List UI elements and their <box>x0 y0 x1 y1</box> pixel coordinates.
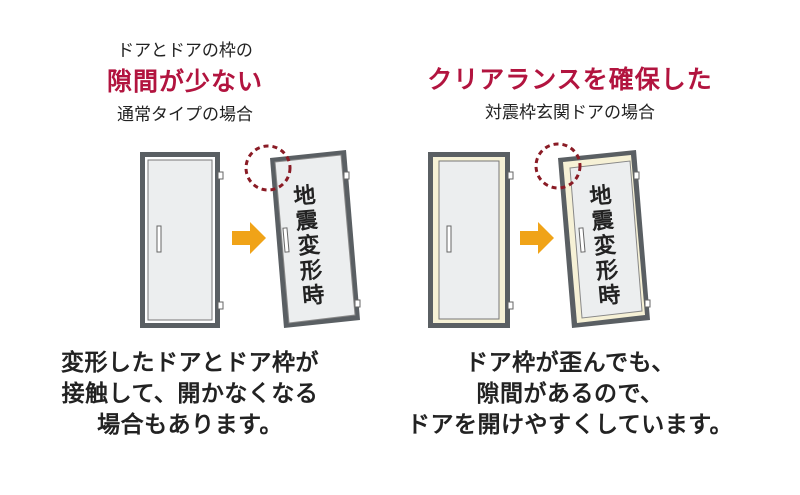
right-caption-line2: 隙間があるので、 <box>476 381 664 407</box>
right-diagram <box>428 142 651 328</box>
label-char: 地 <box>292 183 317 211</box>
label-char: 変 <box>592 233 618 260</box>
left-caption-line2: 接触して、開かなくなる <box>61 381 319 407</box>
left-heading-line1: ドアとドアの枠の <box>117 41 253 61</box>
label-char: 時 <box>597 282 622 310</box>
left-panel: ドアとドアの枠の 隙間が少ない 通常タイプの場合 地 震 変 形 時 <box>60 41 361 438</box>
left-caption-line3: 場合もあります。 <box>97 412 283 438</box>
right-caption-line3: ドアを開けやすくしています。 <box>406 412 733 438</box>
deformed-door <box>270 150 361 328</box>
label-char: 形 <box>595 257 620 285</box>
left-heading-line3: 通常タイプの場合 <box>117 105 253 125</box>
label-char: 地 <box>588 183 613 211</box>
arrow-icon <box>520 222 554 254</box>
left-caption-line1: 変形したドアとドア枠が <box>60 350 320 376</box>
arrow-icon <box>232 222 266 254</box>
right-panel: クリアランスを確保した 対震枠玄関ドアの場合 地 震 変 形 時 <box>400 0 800 495</box>
normal-door <box>428 152 514 328</box>
contact-circle <box>244 144 292 192</box>
label-char: 時 <box>301 282 326 310</box>
label-char: 変 <box>296 233 322 260</box>
left-heading-accent: 隙間が少ない <box>106 67 263 96</box>
clearance-circle <box>534 142 582 190</box>
label-char: 震 <box>590 208 615 236</box>
clearance-door <box>558 150 651 328</box>
label-char: 形 <box>299 257 324 285</box>
left-diagram <box>140 144 361 328</box>
right-heading-line2: 対震枠玄関ドアの場合 <box>485 103 655 123</box>
normal-door <box>140 152 224 328</box>
right-heading-accent: クリアランスを確保した <box>427 65 713 94</box>
right-caption-line1: ドア枠が歪んでも、 <box>465 350 675 376</box>
label-char: 震 <box>294 208 319 236</box>
